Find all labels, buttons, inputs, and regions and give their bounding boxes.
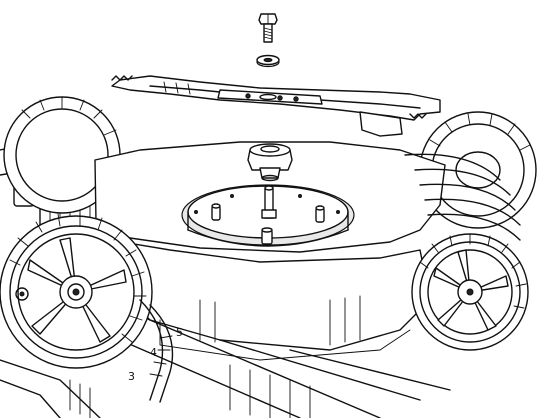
motor-shaft <box>261 185 277 219</box>
mount-studs <box>194 194 340 245</box>
washer <box>256 54 280 68</box>
blade <box>111 75 441 137</box>
hex-bolt <box>258 13 278 43</box>
blade-adapter <box>247 143 293 182</box>
lower-left-chassis <box>0 359 101 418</box>
height-mark-5: 5 <box>176 326 183 339</box>
height-adjust-lever: 5 4 3 <box>128 299 183 403</box>
height-mark-3: 3 <box>128 370 135 383</box>
rear-left-wheel <box>3 96 121 214</box>
front-right-wheel <box>411 233 529 351</box>
deck-fins <box>404 153 521 241</box>
front-left-wheel <box>0 213 153 369</box>
height-mark-4: 4 <box>150 346 157 359</box>
